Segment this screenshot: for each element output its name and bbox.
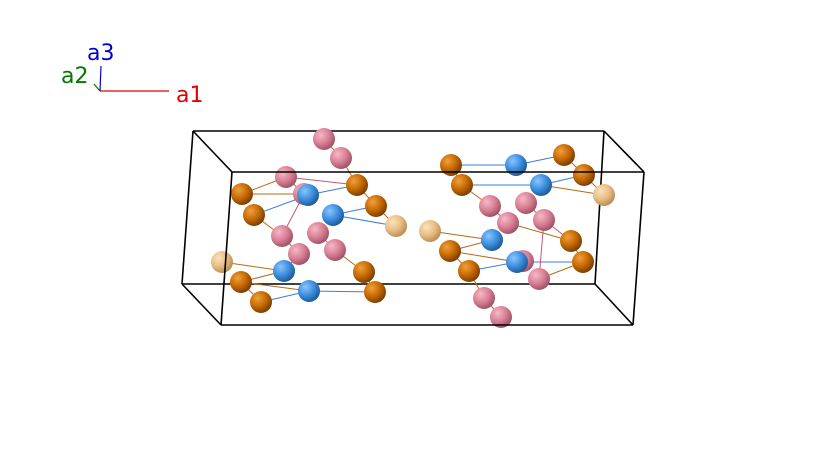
tan-atom	[593, 184, 615, 206]
orange-atom	[458, 260, 480, 282]
pink-atom	[497, 212, 519, 234]
orange-atom	[572, 251, 594, 273]
orange-atom	[365, 195, 387, 217]
orange-atom	[560, 230, 582, 252]
pink-atom	[307, 222, 329, 244]
pink-atom	[271, 225, 293, 247]
tan-atom	[385, 215, 407, 237]
orange-atom	[553, 144, 575, 166]
axis-indicator: a1 a2 a3	[61, 41, 203, 108]
orange-atom	[243, 204, 265, 226]
orange-atom	[573, 164, 595, 186]
blue-atom	[297, 184, 319, 206]
pink-atom	[515, 192, 537, 214]
tan-atom	[419, 220, 441, 242]
pink-atom	[479, 195, 501, 217]
atoms	[211, 128, 615, 328]
pink-atom	[473, 287, 495, 309]
blue-atom	[505, 154, 527, 176]
orange-atom	[250, 291, 272, 313]
orange-atom	[231, 183, 253, 205]
orange-atom	[440, 154, 462, 176]
blue-atom	[506, 251, 528, 273]
pink-atom	[275, 166, 297, 188]
pink-atom	[288, 243, 310, 265]
a2-axis-line	[93, 83, 101, 92]
pink-atom	[533, 209, 555, 231]
pink-atom	[324, 239, 346, 261]
unit-cell-front	[181, 130, 645, 326]
a1-label: a1	[176, 83, 203, 108]
tan-atom	[211, 251, 233, 273]
a3-axis-line	[99, 65, 102, 92]
blue-atom	[530, 174, 552, 196]
pink-atom	[528, 268, 550, 290]
orange-atom	[346, 174, 368, 196]
orange-atom	[230, 271, 252, 293]
orange-atom	[364, 281, 386, 303]
a2-label: a2	[61, 64, 88, 89]
pink-atom	[313, 128, 335, 150]
blue-atom	[322, 204, 344, 226]
orange-atom	[353, 261, 375, 283]
pink-atom	[330, 147, 352, 169]
blue-atom	[298, 280, 320, 302]
blue-atom	[481, 229, 503, 251]
a3-label: a3	[87, 41, 114, 66]
orange-atom	[439, 240, 461, 262]
orange-atom	[451, 174, 473, 196]
blue-atom	[273, 260, 295, 282]
pink-atom	[490, 306, 512, 328]
